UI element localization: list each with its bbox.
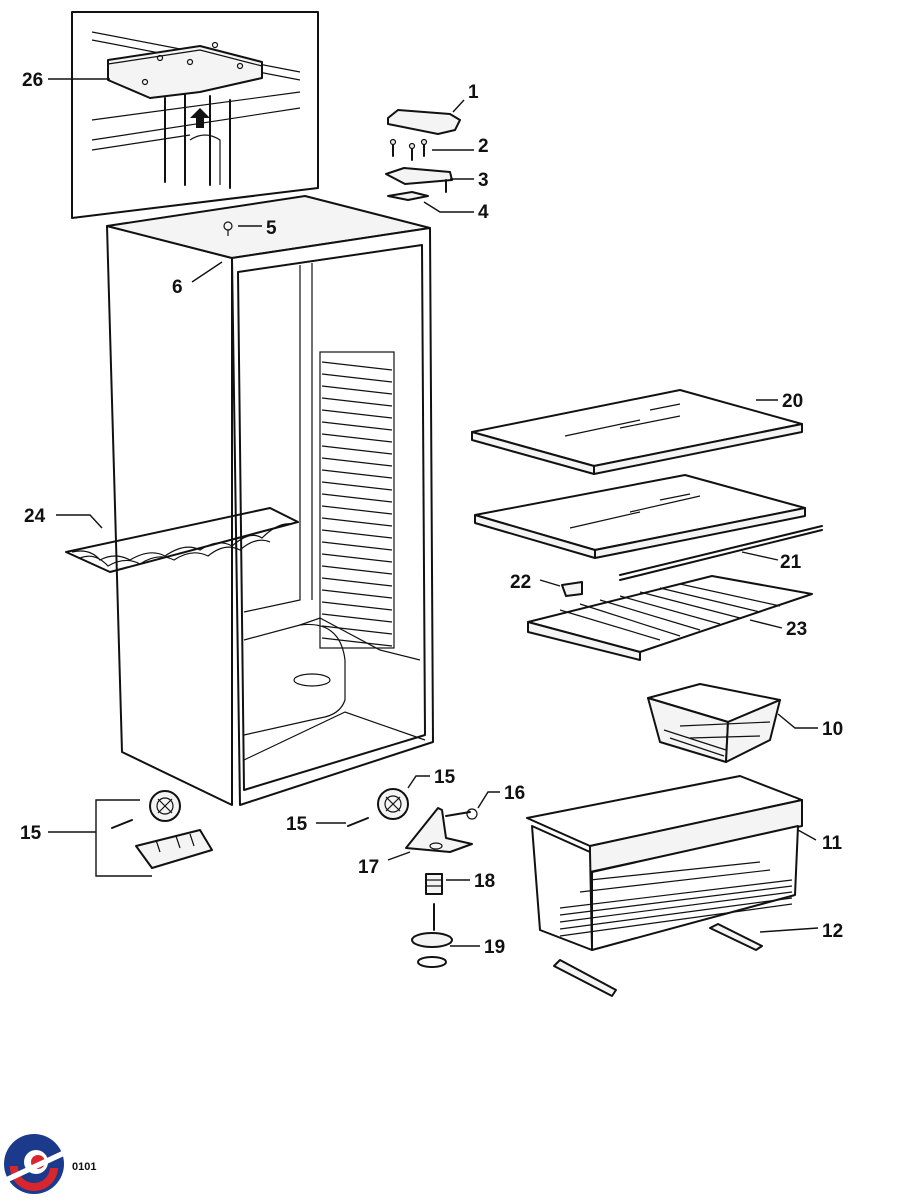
callout-17: 17 bbox=[358, 857, 379, 878]
wheel-middle-part-15 bbox=[377, 788, 409, 820]
grille-slat bbox=[321, 553, 393, 563]
evaporator-grille bbox=[319, 351, 395, 649]
pin-part-16 bbox=[445, 808, 478, 820]
grille-slat bbox=[321, 445, 393, 455]
foot-cap-left bbox=[135, 829, 213, 869]
bottle-rack-part-24 bbox=[65, 507, 299, 573]
callout-3: 3 bbox=[478, 170, 489, 191]
grille-slat bbox=[321, 601, 393, 611]
hinge-bracket-part-17 bbox=[405, 807, 473, 853]
diagram-code: 0101 bbox=[72, 1161, 96, 1173]
callout-1: 1 bbox=[468, 82, 479, 103]
glass-shelf-upper bbox=[471, 389, 803, 475]
callout-19: 19 bbox=[484, 937, 505, 958]
clip-part-22 bbox=[561, 581, 583, 597]
small-bin-part-10 bbox=[647, 683, 781, 763]
callout-10: 10 bbox=[822, 719, 843, 740]
grille-slat bbox=[321, 469, 393, 479]
callout-21: 21 bbox=[780, 552, 802, 573]
grille-slat bbox=[321, 421, 393, 431]
hinge-plate-part-3 bbox=[385, 167, 453, 193]
screw-part-5 bbox=[223, 221, 233, 236]
grille-slat bbox=[321, 433, 393, 443]
callout-labels: 26 1 2 3 4 5 6 20 21 22 23 10 11 12 24 1… bbox=[20, 70, 843, 958]
hinge-detail-inset bbox=[71, 11, 319, 219]
callout-4: 4 bbox=[478, 202, 489, 223]
callout-26: 26 bbox=[22, 70, 43, 91]
callout-5: 5 bbox=[266, 218, 277, 239]
crisper-cover-part-23 bbox=[527, 575, 813, 661]
callout-15-top: 15 bbox=[434, 767, 456, 788]
grille-slat bbox=[321, 373, 393, 383]
cabinet bbox=[106, 195, 434, 806]
bushing-part-18 bbox=[425, 873, 443, 895]
leader-lines bbox=[48, 78, 819, 947]
axle-pin-left bbox=[111, 819, 133, 829]
grille-slat bbox=[321, 517, 393, 527]
callout-22: 22 bbox=[510, 572, 531, 593]
callout-18: 18 bbox=[474, 871, 495, 892]
grille-slat bbox=[321, 493, 393, 503]
wheel-left-part-15 bbox=[149, 790, 181, 822]
grille-slat bbox=[321, 625, 393, 635]
washer-part-4 bbox=[387, 191, 429, 201]
group-bracket-left bbox=[95, 799, 152, 877]
callout-12: 12 bbox=[822, 921, 843, 942]
callout-6: 6 bbox=[172, 277, 183, 298]
grille-slat bbox=[321, 481, 393, 491]
callout-15-middle: 15 bbox=[286, 814, 308, 835]
crisper-drawer-part-11 bbox=[526, 775, 803, 951]
hinge-cover-part-1 bbox=[387, 109, 461, 135]
grille-slat bbox=[321, 385, 393, 395]
grille-slat bbox=[321, 505, 393, 515]
grille-slat bbox=[321, 565, 393, 575]
screws-part-2 bbox=[389, 138, 428, 161]
axle-pin-middle bbox=[347, 817, 369, 827]
callout-2: 2 bbox=[478, 136, 489, 157]
grille-slat bbox=[321, 541, 393, 551]
trim-strip-part-21 bbox=[619, 525, 823, 581]
glass-shelf-lower bbox=[474, 474, 806, 559]
brand-logo bbox=[4, 1134, 64, 1194]
callout-23: 23 bbox=[786, 619, 807, 640]
callout-24: 24 bbox=[24, 506, 46, 527]
runners-part-12 bbox=[553, 923, 763, 997]
grille-slat bbox=[321, 637, 393, 647]
grille-slat bbox=[321, 409, 393, 419]
grille-slat bbox=[321, 613, 393, 623]
grille-slat bbox=[321, 457, 393, 467]
callout-16: 16 bbox=[504, 783, 525, 804]
leveling-foot-part-19 bbox=[411, 903, 453, 968]
grille-slat bbox=[321, 589, 393, 599]
callout-11: 11 bbox=[822, 833, 843, 854]
callout-20: 20 bbox=[782, 391, 803, 412]
grille-slat bbox=[321, 397, 393, 407]
grille-slat bbox=[321, 361, 393, 371]
grille-slat bbox=[321, 577, 393, 587]
grille-slat bbox=[321, 529, 393, 539]
callout-15-left: 15 bbox=[20, 823, 42, 844]
